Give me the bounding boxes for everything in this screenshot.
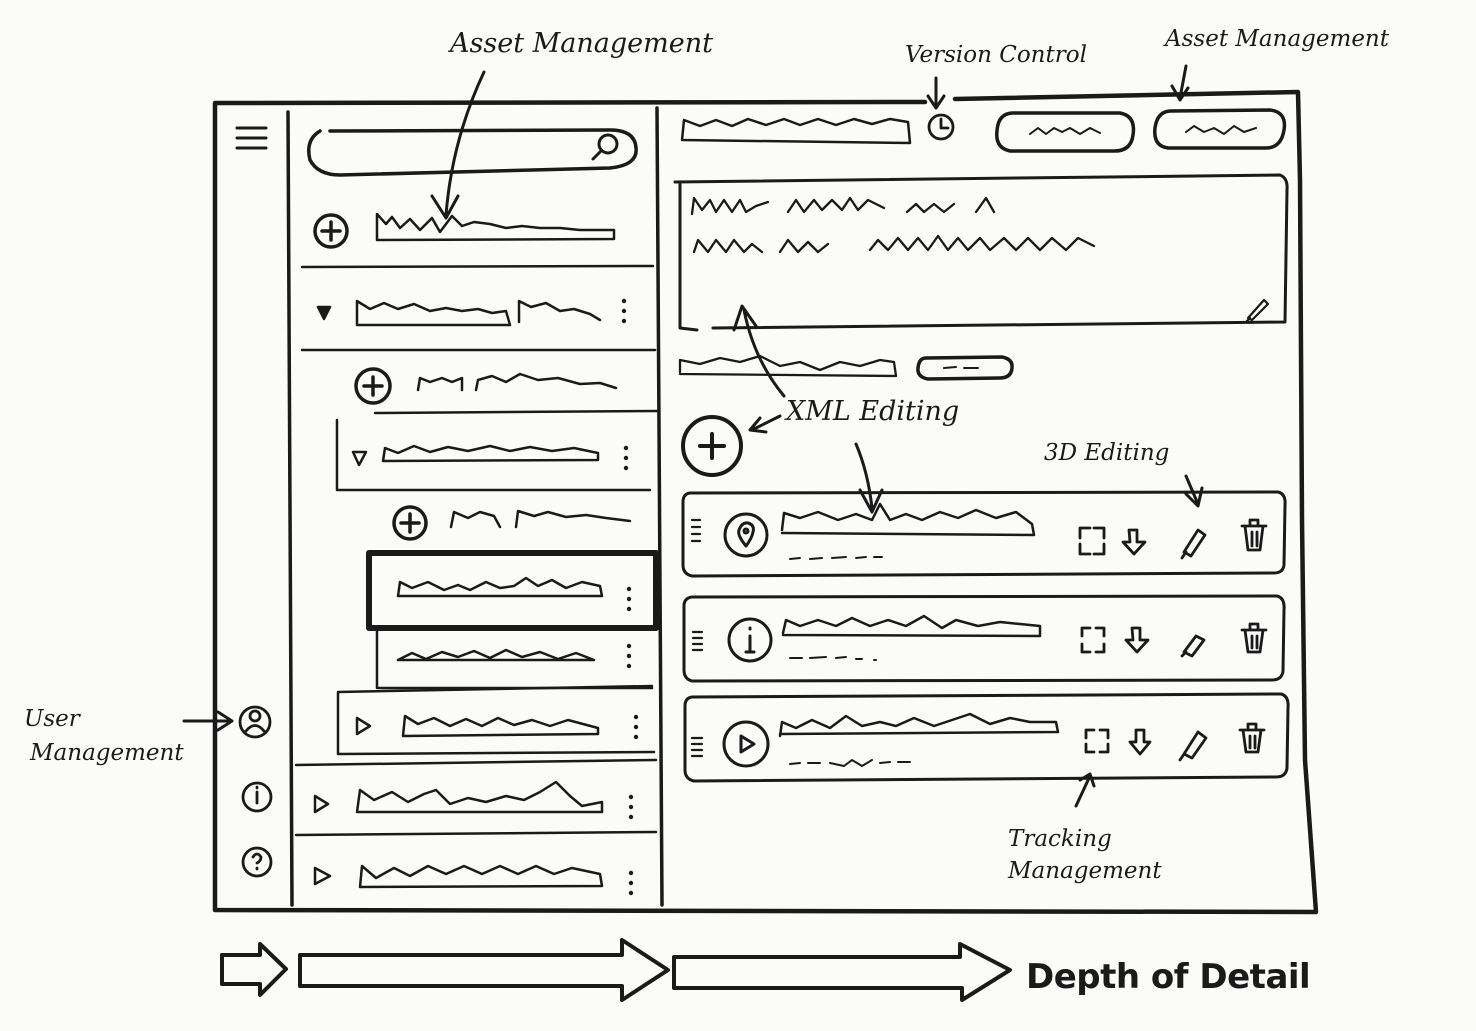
annotation-user-management-line2: Management [30, 740, 184, 766]
download-icon[interactable] [1128, 728, 1152, 756]
pencil-icon[interactable] [1180, 634, 1206, 658]
header-button-2[interactable] [1153, 108, 1287, 150]
asset-title [680, 117, 912, 145]
frame-corners-icon[interactable] [1078, 526, 1106, 556]
triangle-icon[interactable] [313, 794, 330, 814]
tree-item-label [401, 714, 600, 738]
kebab-icon[interactable] [628, 794, 634, 820]
triangle-icon[interactable] [355, 716, 372, 736]
element-subtitle [789, 556, 883, 560]
tree-item-label [381, 444, 600, 463]
annotation-asset-management-right: Asset Management [1165, 26, 1389, 52]
search-input[interactable] [307, 128, 638, 177]
annotation-3d-editing: 3D Editing [1044, 440, 1170, 466]
add-asset-button[interactable] [354, 367, 392, 405]
pencil-icon[interactable] [1244, 298, 1270, 324]
kebab-icon[interactable] [626, 643, 632, 669]
kebab-icon[interactable] [633, 714, 639, 740]
play-icon [722, 720, 770, 768]
clock-icon[interactable] [927, 113, 955, 141]
row-divider [294, 758, 658, 837]
group-box [335, 418, 652, 492]
annotation-arrows [182, 64, 1204, 808]
location-pin-icon [723, 512, 769, 558]
pencil-icon[interactable] [1180, 528, 1207, 560]
download-icon[interactable] [1124, 626, 1150, 654]
annotation-version-control: Version Control [905, 42, 1087, 68]
pencil-icon[interactable] [1178, 730, 1208, 762]
tree-item-label [416, 372, 618, 392]
info-icon[interactable] [241, 781, 273, 813]
add-asset-button[interactable] [313, 213, 349, 249]
tree-item-label [396, 576, 604, 598]
tree-item-box [336, 684, 656, 756]
trash-icon[interactable] [1240, 622, 1268, 654]
sub-toolbar-button[interactable] [916, 355, 1014, 381]
tree-item-label [449, 509, 632, 529]
element-subtitle [789, 759, 911, 767]
kebab-icon[interactable] [628, 870, 634, 896]
annotation-user-management-line1: User [24, 706, 80, 732]
element-title [781, 614, 1042, 638]
row-divider [373, 409, 660, 415]
info-icon [727, 617, 773, 663]
tree-item-label [358, 864, 604, 889]
element-title [778, 712, 1060, 738]
user-icon[interactable] [238, 705, 272, 739]
tree-item-label [375, 212, 616, 242]
trash-icon[interactable] [1238, 722, 1266, 754]
kebab-icon[interactable] [621, 298, 627, 324]
frame-corners-icon[interactable] [1080, 626, 1106, 654]
kebab-icon[interactable] [626, 586, 632, 612]
header-button-1[interactable] [995, 111, 1136, 153]
element-title [780, 502, 1036, 537]
app-frame [212, 89, 1319, 915]
tree-item-label [355, 780, 604, 814]
tree-item-label [396, 648, 596, 662]
row-divider [300, 264, 655, 269]
triangle-icon[interactable] [316, 305, 332, 321]
selected-tree-item[interactable] [366, 550, 659, 631]
element-card[interactable] [682, 594, 1286, 683]
xml-editor[interactable] [673, 173, 1289, 332]
element-card[interactable] [683, 692, 1290, 783]
annotation-tracking-management-line1: Tracking [1008, 826, 1112, 852]
annotation-depth-of-detail: Depth of Detail [1026, 957, 1311, 997]
trash-icon[interactable] [1240, 518, 1268, 552]
drag-handle-icon[interactable] [690, 518, 702, 543]
kebab-icon[interactable] [623, 445, 629, 471]
annotation-xml-editing: XML Editing [786, 396, 960, 427]
annotation-tracking-management-line2: Management [1008, 858, 1162, 884]
download-icon[interactable] [1121, 528, 1147, 556]
search-icon[interactable] [591, 133, 619, 161]
triangle-icon[interactable] [351, 450, 368, 467]
add-asset-button[interactable] [392, 505, 428, 541]
drag-handle-icon[interactable] [690, 736, 704, 758]
hamburger-menu-icon[interactable] [235, 126, 268, 150]
tree-item-label [355, 299, 602, 327]
triangle-icon[interactable] [313, 866, 332, 886]
add-element-button[interactable] [681, 415, 743, 477]
sub-toolbar-label [678, 354, 898, 378]
drag-handle-icon[interactable] [691, 630, 704, 652]
frame-corners-icon[interactable] [1084, 728, 1110, 754]
help-icon[interactable] [241, 846, 273, 878]
depth-arrows [220, 938, 1012, 1002]
annotation-asset-management: Asset Management [450, 28, 713, 59]
element-card[interactable] [681, 490, 1287, 578]
element-subtitle [789, 656, 877, 661]
